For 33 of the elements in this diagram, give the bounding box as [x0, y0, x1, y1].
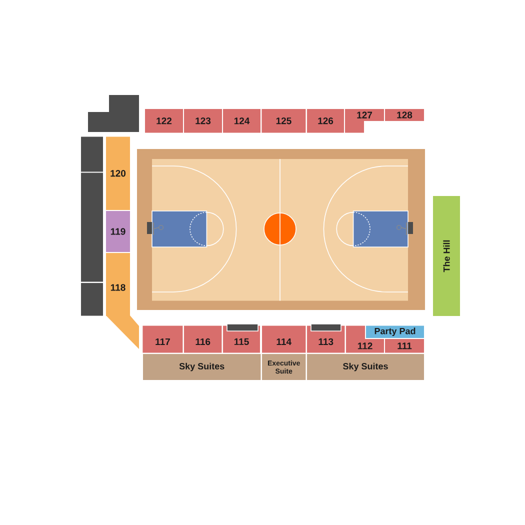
node-label: 126 — [318, 117, 334, 124]
section-box: 122 — [145, 109, 183, 133]
section-box: 118 — [106, 253, 139, 349]
section-box: 119 — [106, 211, 130, 252]
section-box: 127 — [345, 109, 384, 133]
node-label: 128 — [397, 112, 412, 118]
node-label: 123 — [196, 117, 211, 124]
seating-block — [81, 136, 103, 172]
node-label: 122 — [156, 118, 172, 124]
seating-block — [88, 95, 139, 132]
node-label: 125 — [276, 117, 292, 124]
node-label: 113 — [318, 338, 334, 346]
section-box: 123 — [184, 109, 222, 133]
node-label: 124 — [234, 118, 250, 124]
section-box: 114 — [262, 326, 306, 353]
section-box: 128 — [385, 109, 424, 121]
node-label: 111 — [398, 342, 412, 350]
node-label: 127 — [357, 112, 372, 118]
section-box: 125 — [262, 109, 306, 133]
section-box: 116 — [184, 326, 222, 353]
node-label: 117 — [156, 338, 170, 345]
section-box: 124 — [223, 109, 260, 133]
node-label: 116 — [196, 338, 210, 346]
section-box: The Hill — [433, 196, 460, 316]
seating-block — [81, 283, 103, 316]
seating-block — [310, 324, 342, 332]
node-label: 114 — [276, 338, 292, 345]
section-box: Party Pad — [366, 326, 424, 338]
node-label: Sky Suites — [179, 362, 224, 372]
seating-block — [226, 324, 258, 332]
section-box: 111 — [385, 339, 424, 353]
section-box: 117 — [142, 326, 183, 353]
section-box: 120 — [106, 136, 130, 210]
